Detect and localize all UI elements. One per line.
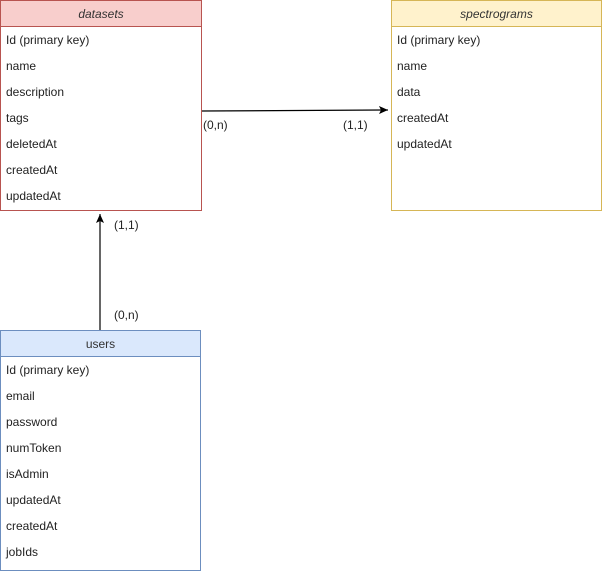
field-datasets-id: Id (primary key) [6, 33, 90, 47]
field-users-email: email [6, 389, 35, 403]
entity-datasets[interactable]: datasets Id (primary key) name descripti… [0, 0, 202, 211]
entity-users-title: users [1, 331, 200, 357]
field-users-updatedat: updatedAt [6, 493, 61, 507]
field-datasets-tags: tags [6, 111, 29, 125]
field-users-numtoken: numToken [6, 441, 62, 455]
cardinality-spectrograms-side: (1,1) [343, 118, 368, 132]
entity-spectrograms[interactable]: spectrograms Id (primary key) name data … [391, 0, 602, 211]
entity-users[interactable]: users Id (primary key) email password nu… [0, 330, 201, 571]
field-users-createdat: createdAt [6, 519, 58, 533]
field-users-id: Id (primary key) [6, 363, 90, 377]
field-datasets-name: name [6, 59, 37, 73]
field-users-isadmin: isAdmin [6, 467, 49, 481]
field-spectrograms-createdat: createdAt [397, 111, 449, 125]
entity-datasets-title: datasets [1, 1, 201, 27]
field-datasets-description: description [6, 85, 65, 99]
cardinality-datasets-from-users: (1,1) [114, 218, 139, 232]
field-spectrograms-name: name [397, 59, 428, 73]
field-spectrograms-updatedat: updatedAt [397, 137, 452, 151]
field-spectrograms-id: Id (primary key) [397, 33, 481, 47]
field-datasets-updatedat: updatedAt [6, 189, 61, 203]
edge-datasets-spectrograms[interactable] [201, 106, 389, 115]
field-datasets-deletedat: deletedAt [6, 137, 57, 151]
field-users-password: password [6, 415, 58, 429]
entity-spectrograms-title: spectrograms [392, 1, 601, 27]
field-users-jobids: jobIds [6, 545, 39, 559]
field-datasets-createdat: createdAt [6, 163, 58, 177]
cardinality-datasets-side: (0,n) [203, 118, 228, 132]
field-spectrograms-data: data [397, 85, 421, 99]
cardinality-users-side: (0,n) [114, 308, 139, 322]
